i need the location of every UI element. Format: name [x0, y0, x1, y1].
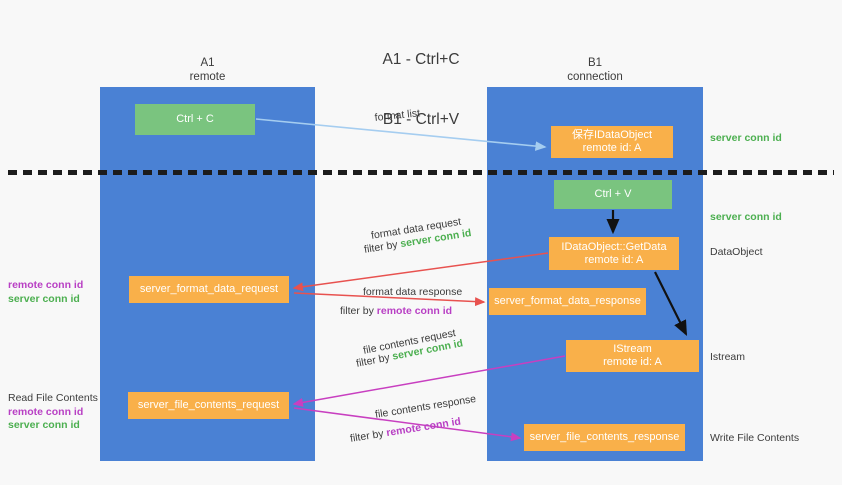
node-istream[interactable]: IStream remote id: A — [566, 340, 699, 372]
node-ctrl-v[interactable]: Ctrl + V — [554, 180, 672, 209]
filter-value-remote-conn-id: remote conn id — [376, 305, 453, 317]
filter-prefix: filter by — [340, 305, 377, 317]
node-server-format-data-request[interactable]: server_format_data_request — [129, 276, 289, 303]
page-title: A1 - Ctrl+C B1 - Ctrl+V — [0, 10, 842, 170]
node-server-file-contents-request-label: server_file_contents_request — [137, 399, 280, 411]
arrow-getdata-to-istream — [654, 271, 687, 336]
edge-label-format-data-response-text: format data response — [363, 286, 463, 298]
node-save-idataobject-remote-id: remote id: A — [582, 142, 642, 154]
node-idataobject-getdata[interactable]: IDataObject::GetData remote id: A — [549, 237, 679, 270]
node-save-idataobject-label: 保存IDataObject — [571, 129, 653, 141]
annotation-text: Istream — [710, 351, 746, 363]
annotation-server-conn-id: server conn id — [8, 292, 80, 305]
node-ctrl-c[interactable]: Ctrl + C — [135, 104, 255, 135]
annotation-server-conn-id-mid: server conn id — [710, 211, 782, 225]
annotation-read-file-contents-group: Read File Contents remote conn id server… — [8, 392, 98, 433]
lane-a1-name: A1 — [200, 57, 215, 69]
phase-divider — [8, 170, 834, 175]
title-line-1: A1 - Ctrl+C — [382, 51, 460, 68]
annotation-read-file-contents: Read File Contents — [8, 392, 98, 404]
lane-a1-sub: remote — [189, 70, 226, 83]
node-server-format-data-request-label: server_format_data_request — [139, 283, 279, 295]
node-istream-label: IStream — [613, 343, 652, 355]
node-save-idataobject[interactable]: 保存IDataObject remote id: A — [551, 126, 673, 158]
arrow-format-list — [255, 118, 547, 151]
annotation-server-conn-id: server conn id — [8, 419, 80, 431]
annotation-dataobject: DataObject — [710, 246, 763, 260]
node-server-file-contents-response[interactable]: server_file_contents_response — [524, 424, 685, 451]
node-ctrl-v-label: Ctrl + V — [594, 188, 632, 200]
node-istream-remote-id: remote id: A — [603, 356, 662, 368]
lane-header-b1: B1 connection — [487, 57, 703, 84]
edge-label-format-data-response-filter: filter by remote conn id — [340, 304, 452, 318]
annotation-write-file-contents: Write File Contents — [710, 432, 799, 446]
title-line-2: B1 - Ctrl+V — [382, 111, 460, 128]
annotation-text: DataObject — [710, 246, 763, 258]
annotation-server-conn-id-top: server conn id — [710, 132, 782, 146]
annotation-text: server conn id — [710, 211, 782, 223]
node-ctrl-c-label: Ctrl + C — [176, 113, 214, 125]
annotation-conn-ids-upper: remote conn id server conn id — [8, 279, 83, 306]
arrow-format-data-request — [292, 252, 549, 292]
lane-b1-sub: connection — [567, 70, 623, 83]
node-getdata-label: IDataObject::GetData — [561, 240, 667, 253]
arrow-file-contents-request — [292, 355, 566, 407]
annotation-text: Write File Contents — [710, 432, 800, 444]
node-server-file-contents-response-label: server_file_contents_response — [529, 431, 680, 443]
annotation-remote-conn-id: remote conn id — [8, 405, 84, 418]
annotation-remote-conn-id: remote conn id — [8, 279, 84, 291]
arrow-format-data-response — [293, 292, 486, 307]
annotation-istream: Istream — [710, 351, 745, 365]
lane-b1-name: B1 — [587, 57, 603, 69]
annotation-text: server conn id — [710, 132, 782, 144]
node-server-file-contents-request[interactable]: server_file_contents_request — [128, 392, 289, 419]
lane-header-a1: A1 remote — [100, 57, 315, 84]
node-getdata-remote-id: remote id: A — [584, 253, 644, 266]
edge-label-format-data-response: format data response — [363, 285, 462, 299]
node-server-format-data-response[interactable]: server_format_data_response — [489, 288, 646, 315]
node-server-format-data-response-label: server_format_data_response — [494, 295, 641, 307]
arrow-file-contents-response — [293, 407, 522, 442]
